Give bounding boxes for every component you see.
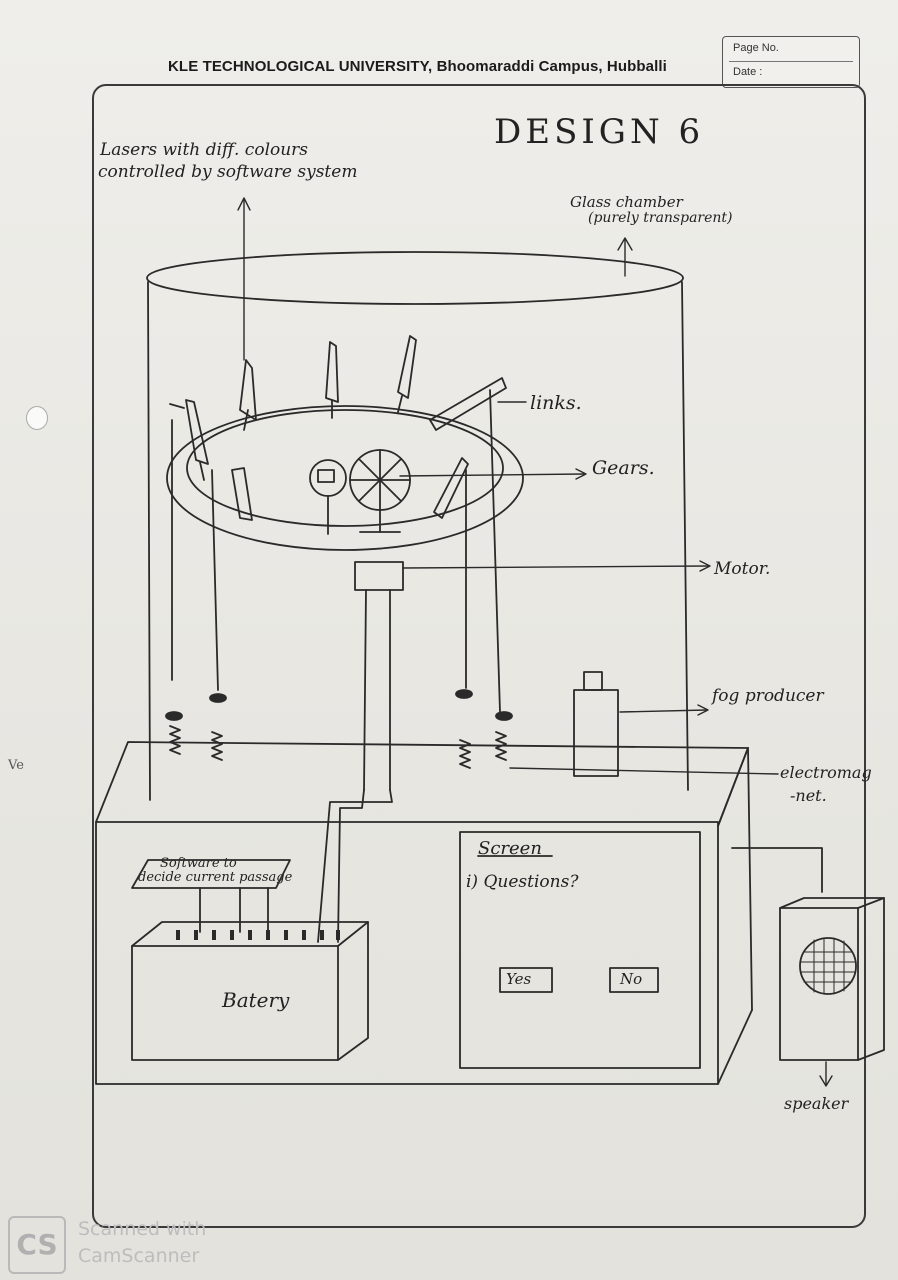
gear-small-hub <box>318 470 334 482</box>
ring-platform-outer <box>167 406 523 550</box>
leader-lines <box>238 198 832 1086</box>
ring-platform-inner <box>187 410 503 526</box>
software-box <box>132 860 290 888</box>
glass-chamber-right-wall <box>682 282 688 790</box>
no-button <box>610 968 658 992</box>
base-side-back <box>748 748 752 1010</box>
gear-large-spokes <box>350 450 410 510</box>
screen-panel <box>460 832 700 1068</box>
battery-corner <box>338 922 368 946</box>
battery-body <box>132 922 368 1060</box>
fog-producer-cap <box>584 672 602 690</box>
speaker-corner <box>858 898 884 908</box>
motor-body <box>355 562 403 590</box>
electromagnet-coils <box>166 690 512 768</box>
base-top <box>96 742 748 826</box>
speaker-wire <box>732 848 822 892</box>
speaker-body <box>780 898 884 1060</box>
gear-small <box>310 460 346 496</box>
column-left <box>364 590 366 790</box>
camscanner-logo: CS <box>8 1216 66 1274</box>
watermark-line2: CamScanner <box>78 1245 199 1267</box>
yes-button <box>500 968 552 992</box>
wire-2 <box>318 790 392 942</box>
wire-1 <box>338 790 364 942</box>
speaker-grille <box>800 938 856 994</box>
glass-chamber-top <box>147 252 683 304</box>
base-side-edge <box>718 748 748 826</box>
base-front <box>96 822 718 1084</box>
watermark-line1: Scanned with <box>78 1218 206 1240</box>
base-side-bottom <box>718 1010 752 1084</box>
glass-chamber-left-wall <box>148 282 150 800</box>
fog-producer-body <box>574 690 618 776</box>
